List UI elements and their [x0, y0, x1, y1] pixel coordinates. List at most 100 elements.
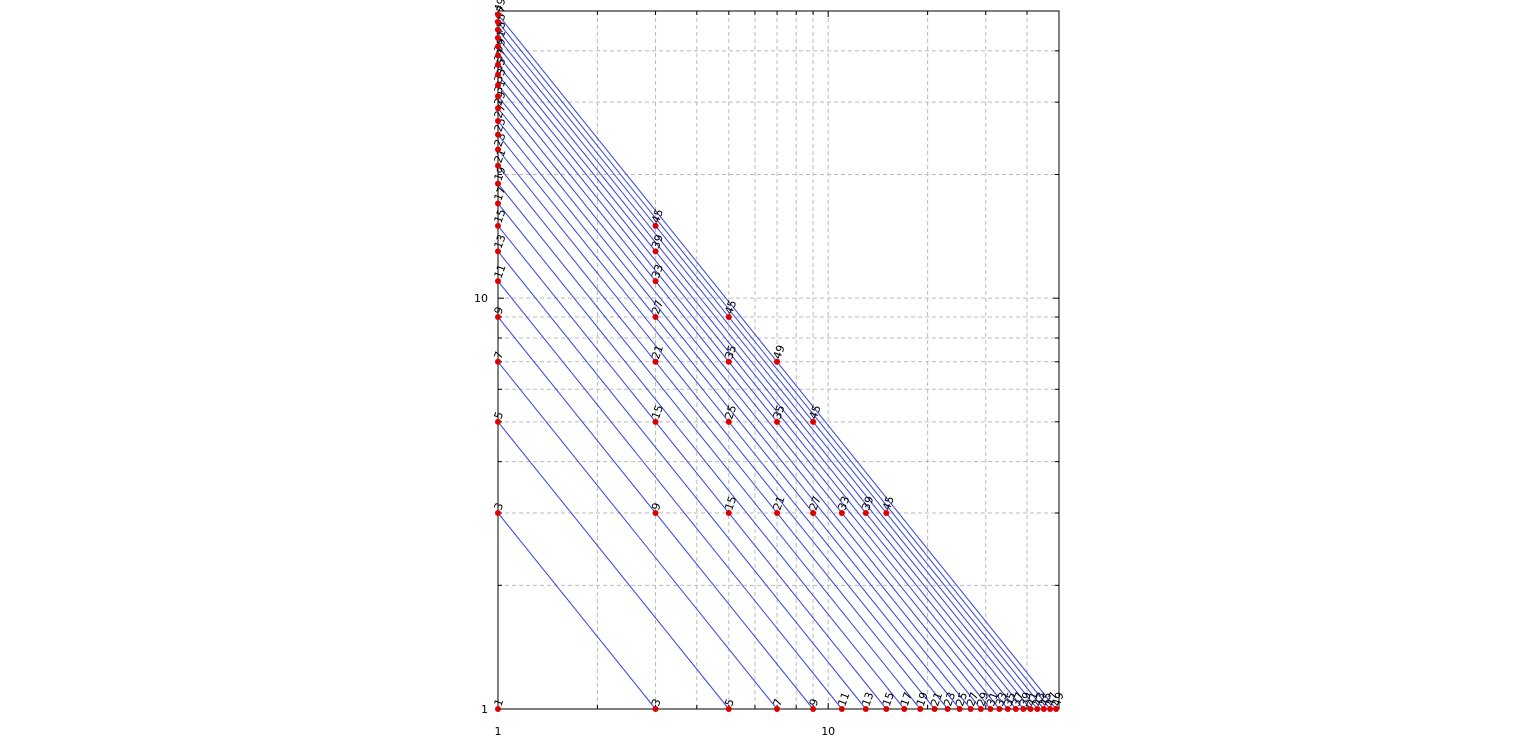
data-point: [967, 706, 974, 712]
data-point: [1040, 706, 1047, 712]
point-label: 45: [807, 403, 824, 421]
point-label: 5: [722, 697, 737, 708]
data-point: [495, 200, 501, 207]
data-point: [774, 509, 781, 516]
data-point: [725, 706, 732, 712]
point-label: 7: [771, 697, 786, 708]
diagonal-line-33: [497, 84, 1000, 710]
data-point: [1012, 706, 1019, 712]
point-label: 25: [722, 403, 739, 421]
point-label: 47: [1044, 690, 1061, 708]
point-label: 15: [722, 494, 739, 512]
data-point: [652, 222, 659, 229]
point-label: 3: [649, 697, 664, 708]
point-label: 21: [649, 343, 666, 361]
data-point: [652, 509, 659, 516]
diagonal-line-17: [497, 203, 905, 710]
point-label: 13: [859, 690, 876, 708]
diagonal-line-37: [497, 64, 1017, 710]
data-point: [987, 706, 994, 712]
point-label: 49: [771, 343, 788, 361]
point-label: 25: [953, 690, 970, 708]
data-point: [495, 180, 501, 187]
data-point: [495, 93, 501, 100]
data-point: [1004, 706, 1011, 712]
data-point: [495, 19, 501, 26]
diagonal-line-23: [497, 149, 949, 710]
data-point: [1053, 706, 1060, 712]
data-point: [495, 11, 501, 18]
point-label: 27: [649, 298, 666, 316]
data-point: [652, 278, 659, 285]
point-label: 19: [914, 690, 931, 708]
diagonal-line-11: [497, 280, 843, 710]
data-point: [883, 509, 890, 516]
data-point: [810, 509, 817, 516]
data-point: [774, 706, 781, 712]
point-label: 39: [859, 494, 876, 512]
data-point: [495, 71, 501, 78]
data-point: [652, 358, 659, 365]
data-point: [495, 52, 501, 59]
point-label: 17: [898, 690, 915, 708]
point-label: 29: [974, 690, 991, 708]
data-point: [725, 509, 732, 516]
data-point: [956, 706, 963, 712]
data-point: [495, 248, 501, 255]
data-point: [495, 34, 501, 41]
data-point: [495, 26, 501, 33]
data-point: [495, 146, 501, 153]
data-point: [838, 509, 845, 516]
data-point: [996, 706, 1003, 712]
diagonal-line-47: [497, 21, 1051, 710]
data-points: 1357911131517192123252729313335373941434…: [492, 0, 1067, 712]
diagonal-line-3: [497, 512, 656, 710]
diagonal-line-27: [497, 120, 972, 710]
point-label: 11: [492, 263, 509, 281]
point-label: 27: [964, 690, 981, 708]
point-label: 33: [835, 494, 852, 512]
data-point: [944, 706, 951, 712]
point-label: 9: [492, 305, 507, 316]
point-label: 15: [880, 690, 897, 708]
diagonal-line-45: [497, 29, 1045, 710]
data-point: [495, 117, 501, 124]
point-label: 43: [1031, 690, 1048, 708]
point-label: 21: [771, 494, 788, 512]
data-point: [901, 706, 908, 712]
data-point: [1034, 706, 1041, 712]
data-point: [725, 418, 732, 425]
point-label: 19: [492, 165, 509, 183]
point-label: 3: [492, 501, 507, 512]
diagonal-line-31: [497, 95, 991, 710]
diagonal-lines: [497, 14, 1057, 710]
data-point: [725, 313, 732, 320]
point-label: 1: [492, 697, 507, 708]
point-label: 11: [835, 690, 852, 708]
data-point: [977, 706, 984, 712]
data-point: [810, 706, 817, 712]
point-label: 9: [649, 501, 664, 512]
point-label: 15: [649, 403, 666, 421]
point-label: 45: [880, 494, 897, 512]
diagonal-line-19: [497, 183, 921, 710]
point-label: 27: [807, 494, 824, 512]
point-label: 33: [649, 263, 666, 281]
data-point: [883, 706, 890, 712]
data-point: [652, 418, 659, 425]
data-point: [495, 509, 501, 516]
diagonal-line-41: [497, 46, 1031, 710]
data-point: [495, 222, 501, 229]
data-point: [810, 418, 817, 425]
point-label: 45: [649, 207, 666, 225]
data-point: [495, 82, 501, 89]
data-point: [495, 43, 501, 50]
data-point: [495, 418, 501, 425]
data-point: [495, 61, 501, 68]
point-label: 33: [993, 690, 1010, 708]
data-point: [1027, 706, 1034, 712]
data-point: [725, 358, 732, 365]
diagonal-line-29: [497, 107, 982, 710]
point-label: 13: [492, 233, 509, 251]
point-label: 17: [492, 185, 509, 203]
